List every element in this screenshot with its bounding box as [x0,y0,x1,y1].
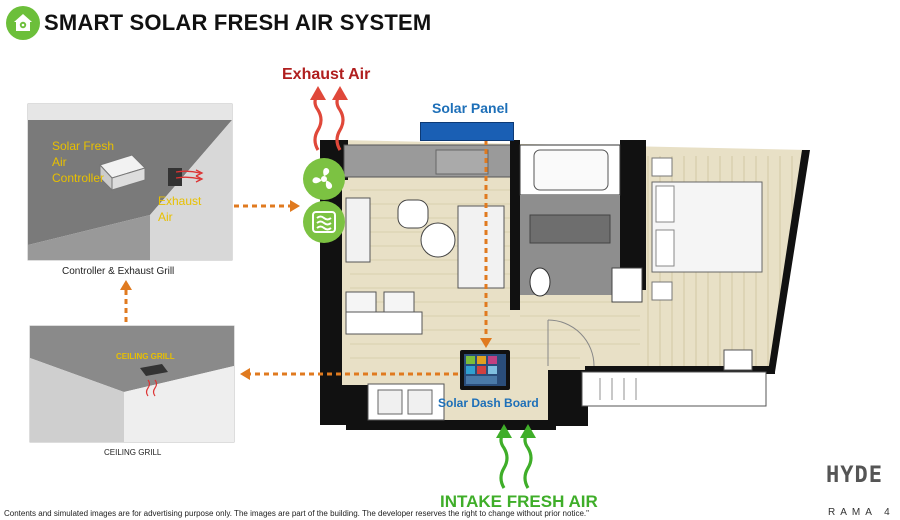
controller-caption: Controller & Exhaust Grill [62,266,175,277]
intake-fresh-air-label: INTAKE FRESH AIR [440,492,598,511]
house-gear-icon [6,6,40,40]
solar-panel-label: Solar Panel [432,100,509,116]
controller-inset-image [27,103,233,261]
ceiling-grill-label: CEILING GRILL [116,352,175,361]
solar-panel-image [420,122,514,141]
ceiling-grill-caption: CEILING GRILL [104,448,162,457]
page-title: SMART SOLAR FRESH AIR SYSTEM [44,10,432,35]
airflow-path-lines [124,140,488,376]
disclaimer-text: Contents and simulated images are for ad… [4,509,589,518]
airflow-arrowheads [120,200,492,380]
exhaust-air-label: Exhaust Air [282,66,371,83]
dashboard-tablet-image [460,350,510,390]
floor-plan [320,140,810,430]
intake-arrows [499,431,533,489]
brand-logo: HYDE [826,463,883,488]
air-wave-icon [303,201,345,243]
inset-exhaust-label: Exhaust Air [158,194,202,224]
solar-dash-board-label: Solar Dash Board [438,396,539,410]
brand-subtitle: RAMA 4 [828,507,895,518]
fan-icon [303,158,345,200]
ceiling-inset-image [29,325,235,443]
exhaust-arrows [313,93,345,151]
controller-label: Solar Fresh Air Controller [52,139,115,185]
